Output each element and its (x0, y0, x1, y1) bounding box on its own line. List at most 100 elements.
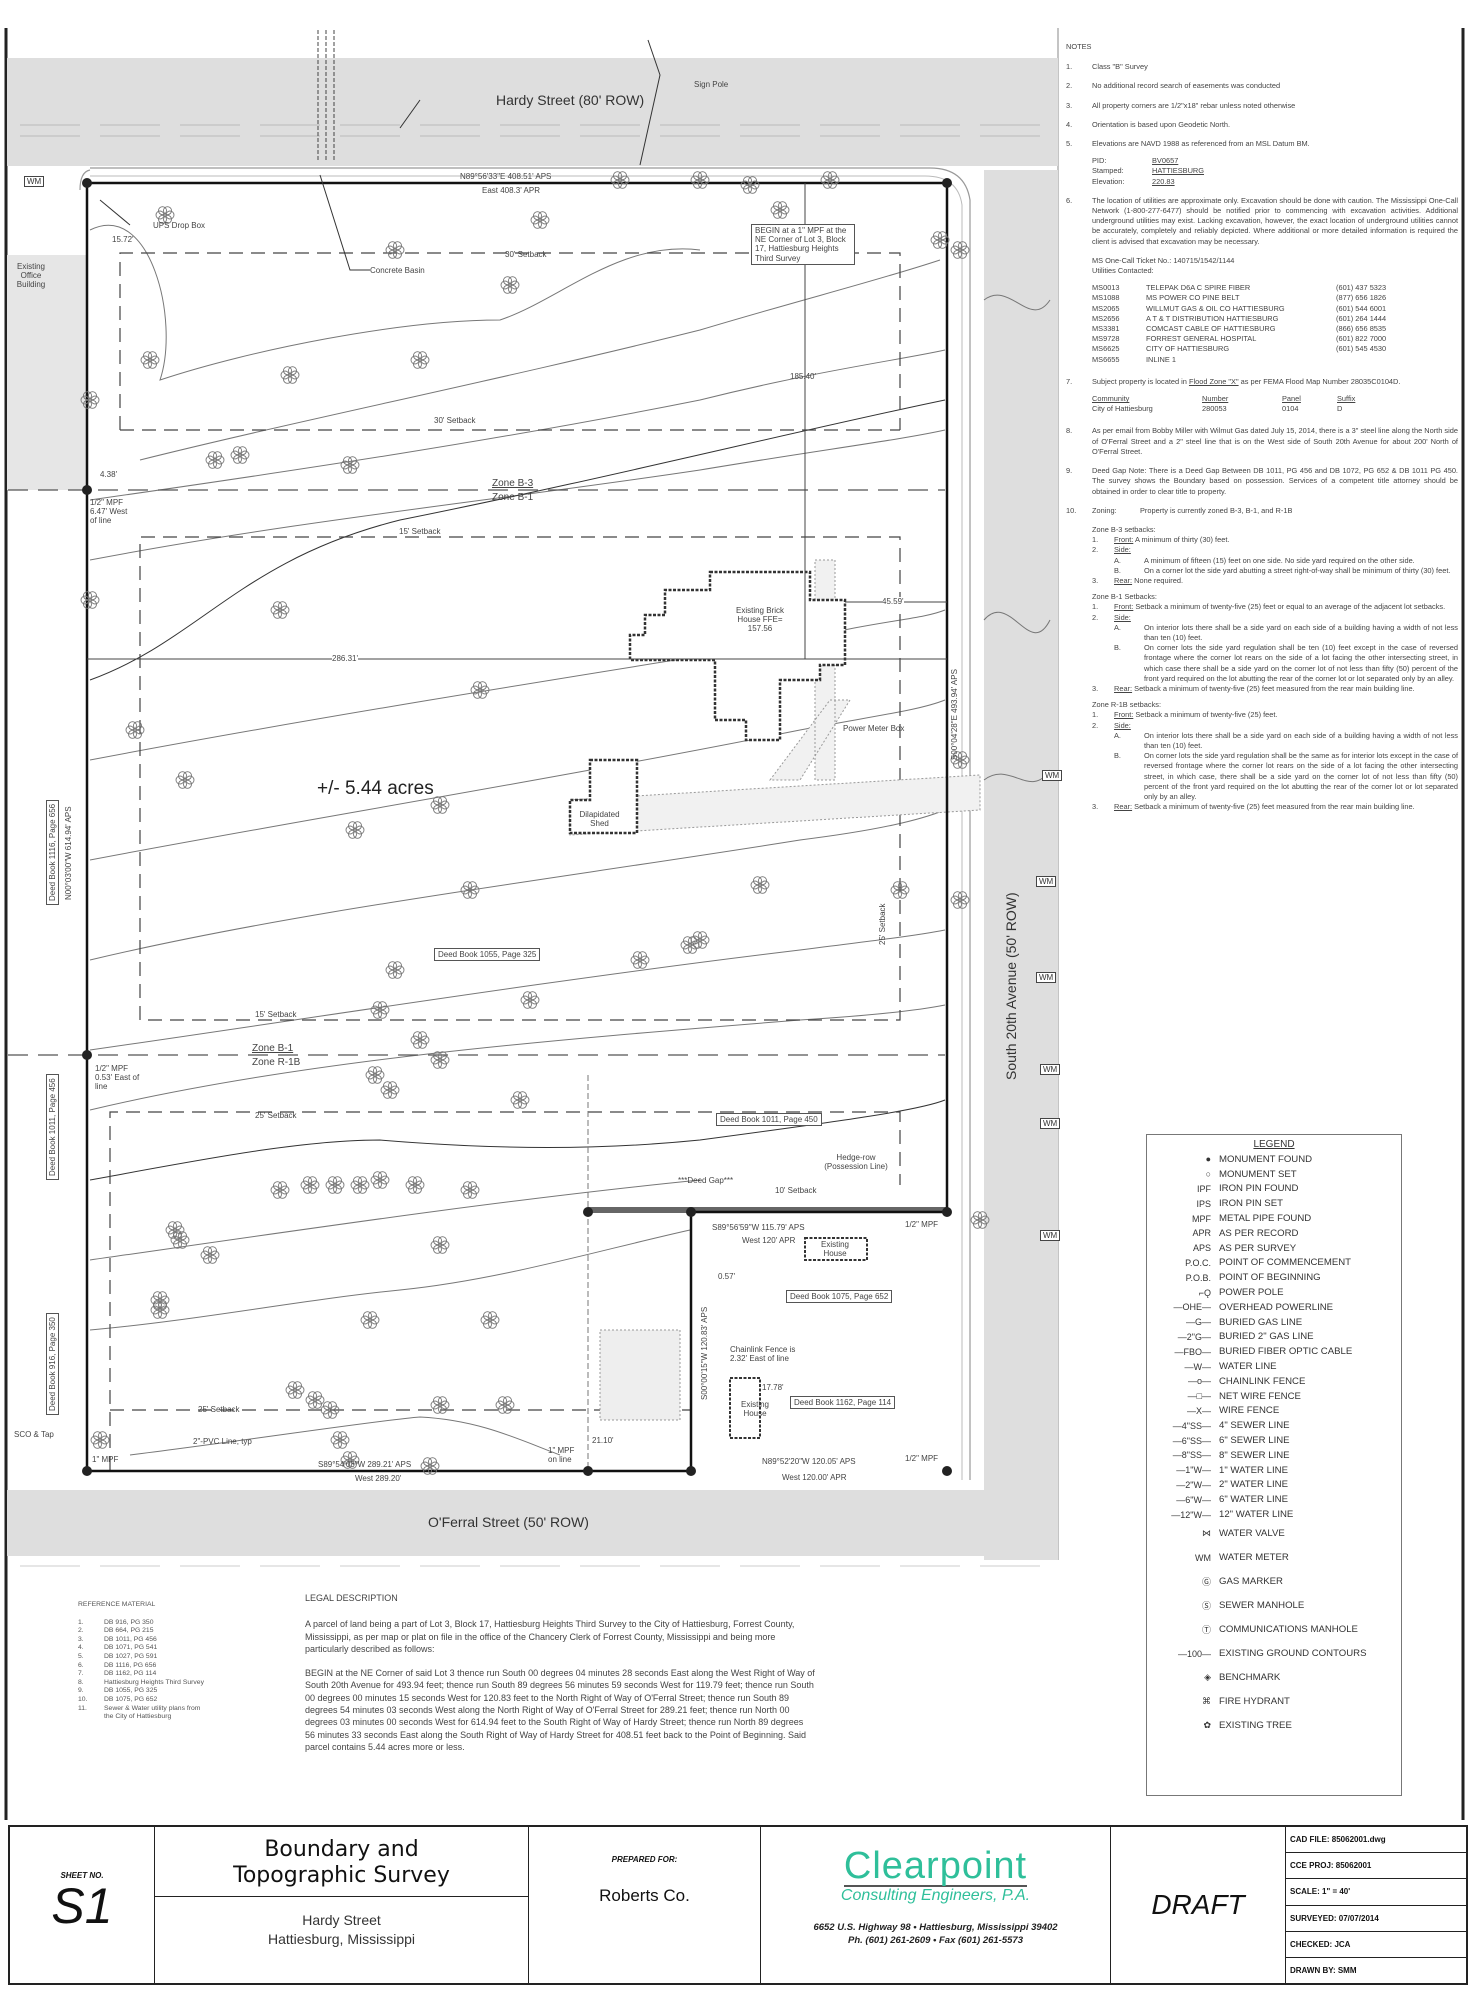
existing-house-north (804, 1237, 868, 1261)
legend-symbol: —6"W— (1176, 1494, 1211, 1505)
tree-icon (125, 721, 145, 739)
dimension-label: 45.59' (882, 597, 904, 607)
one-call-ticket: MS One-Call Ticket No.: 140715/1542/1144 (1092, 255, 1235, 265)
legend-label: POINT OF COMMENCEMENT (1219, 1257, 1352, 1269)
note-label: Zoning: (1092, 505, 1117, 515)
reference-number: 9. (78, 1687, 84, 1695)
utility-code: MS3381 (1092, 324, 1120, 334)
existing-trees (80, 171, 990, 1475)
reference-text: DB 1162, PG 114 (104, 1670, 157, 1678)
office-building-lot (7, 255, 87, 490)
note-number: 1. (1066, 62, 1073, 72)
setback-body: Front: Setback a minimum of twenty-five … (1114, 602, 1458, 612)
note-number: 7. (1066, 376, 1073, 386)
point-of-beginning-note: BEGIN at a 1" MPF at the NE Corner of Lo… (751, 224, 855, 265)
reference-text: Sewer & Water utility plans from the Cit… (104, 1704, 201, 1721)
setback-subitem: B.On a corner lot the side yard abutting… (1114, 566, 1458, 576)
reference-item: 11. Sewer & Water utility plans from the … (78, 1705, 208, 1722)
tree-icon (365, 1066, 385, 1084)
setback-body: Rear: Setback a minimum of twenty-five (… (1114, 802, 1458, 812)
tree-icon (80, 391, 100, 409)
setback-body: Side: (1114, 545, 1458, 555)
curb-line (79, 167, 971, 1480)
setback-text: Setback a minimum of twenty-five (25) fe… (1134, 683, 1415, 693)
zone-label: Zone R-1B (252, 1057, 301, 1068)
setback-sub-number: A. (1114, 622, 1121, 632)
setback-item: 2.Side: (1092, 545, 1458, 555)
existing-house-south (729, 1377, 761, 1439)
reference-number: 11. (78, 1704, 87, 1712)
tree-icon (360, 1311, 380, 1329)
south-line-bearing: S89°54'03"W 289.21' APS (318, 1460, 412, 1469)
reference-number: 3. (78, 1635, 84, 1643)
tree-icon (930, 231, 950, 249)
legend-item: —G—BURIED GAS LINE (1147, 1315, 1401, 1330)
tree-icon (410, 351, 430, 369)
setback-sub-number: B. (1114, 751, 1121, 761)
setback-number: 1. (1092, 535, 1099, 545)
note-number: 4. (1066, 119, 1073, 129)
note-5: 5.Elevations are NAVD 1988 as referenced… (1066, 139, 1458, 149)
tree-icon (285, 1381, 305, 1399)
leader-lines (99, 39, 661, 271)
dimension-label: 17.78' (762, 1383, 784, 1392)
water-meter-icon: WM (1195, 1552, 1211, 1563)
setback-item: 1.Front: Setback a minimum of twenty-fiv… (1092, 710, 1458, 720)
tree-icon (340, 1451, 360, 1469)
legend-label: 12" WATER LINE (1219, 1509, 1294, 1521)
water-meter-icon: WM (1040, 1118, 1061, 1129)
utility-code: MS9728 (1092, 334, 1120, 344)
utility-name: WILLMUT GAS & OIL CO HATTIESBURG (1146, 303, 1285, 313)
tree-icon (430, 1396, 450, 1414)
reference-number: 2. (78, 1627, 84, 1635)
reference-text: DB 664, PG 215 (104, 1627, 154, 1635)
utility-phone: (877) 656 1826 (1336, 293, 1387, 303)
setback-number: 3. (1092, 575, 1099, 585)
note-text: No additional record search of easements… (1092, 81, 1281, 91)
tree-icon (175, 771, 195, 789)
legend-label: 4" SEWER LINE (1219, 1420, 1290, 1432)
legend-symbol: MPF (1192, 1213, 1211, 1224)
legend-item: WM WATER METER (1147, 1546, 1401, 1570)
utility-name: CITY OF HATTIESBURG (1146, 344, 1230, 354)
tree-icon (155, 206, 175, 224)
legend-label: WATER METER (1219, 1552, 1289, 1564)
notes-title: NOTES (1066, 42, 1092, 51)
tree-icon (385, 241, 405, 259)
setback-heading: Rear: (1114, 575, 1133, 585)
monument-note: 1/2" MPF (905, 1454, 939, 1463)
power-pole-icon: ⌐Ǫ (1198, 1287, 1211, 1298)
legend-label: IRON PIN SET (1219, 1198, 1283, 1210)
reference-text: DB 916, PG 350 (104, 1618, 154, 1626)
reference-number: 8. (78, 1678, 84, 1686)
reference-item: 7.DB 1162, PG 114 (78, 1670, 208, 1679)
legend-label: SEWER MANHOLE (1219, 1600, 1305, 1612)
utility-code: MS2065 (1092, 303, 1120, 313)
deed-gap-strip (588, 1207, 948, 1213)
tree-icon (610, 171, 630, 189)
note-10: 10.Zoning:Property is currently zoned B-… (1066, 506, 1458, 516)
notch-bearing: S89°56'59"W 115.79' APS (712, 1223, 805, 1232)
ground-contours (89, 224, 1051, 1456)
hedge-row-label: Hedge-row (Possession Line) (824, 1153, 888, 1172)
reference-number: 6. (78, 1661, 84, 1669)
note-text: As per email from Bobby Miller with Wilm… (1092, 426, 1458, 456)
project-meta-field: DRAWN BY: SMM (1290, 1965, 1357, 1975)
notch-record: West 120' APR (742, 1236, 796, 1245)
tree-icon (820, 171, 840, 189)
water-meter-icon: WM (1036, 876, 1057, 887)
deed-label: Deed Book 1116, Page 656 (46, 799, 60, 905)
tree-icon (385, 961, 405, 979)
reference-text: DB 1116, PG 656 (104, 1661, 157, 1669)
setback-text: A minimum of thirty (30) feet. (1134, 535, 1230, 545)
legend-label: OVERHEAD POWERLINE (1219, 1301, 1334, 1313)
tree-icon (380, 1081, 400, 1099)
setback-number: 3. (1092, 683, 1099, 693)
setback-sub-text: On interior lots there shall be a side y… (1144, 730, 1458, 750)
legend-label: IRON PIN FOUND (1219, 1183, 1299, 1195)
setback-sub-text: On interior lots there shall be a side y… (1144, 622, 1458, 642)
note-number: 8. (1066, 426, 1073, 436)
project-meta-field: CCE PROJ: 85062001 (1286, 1853, 1466, 1880)
